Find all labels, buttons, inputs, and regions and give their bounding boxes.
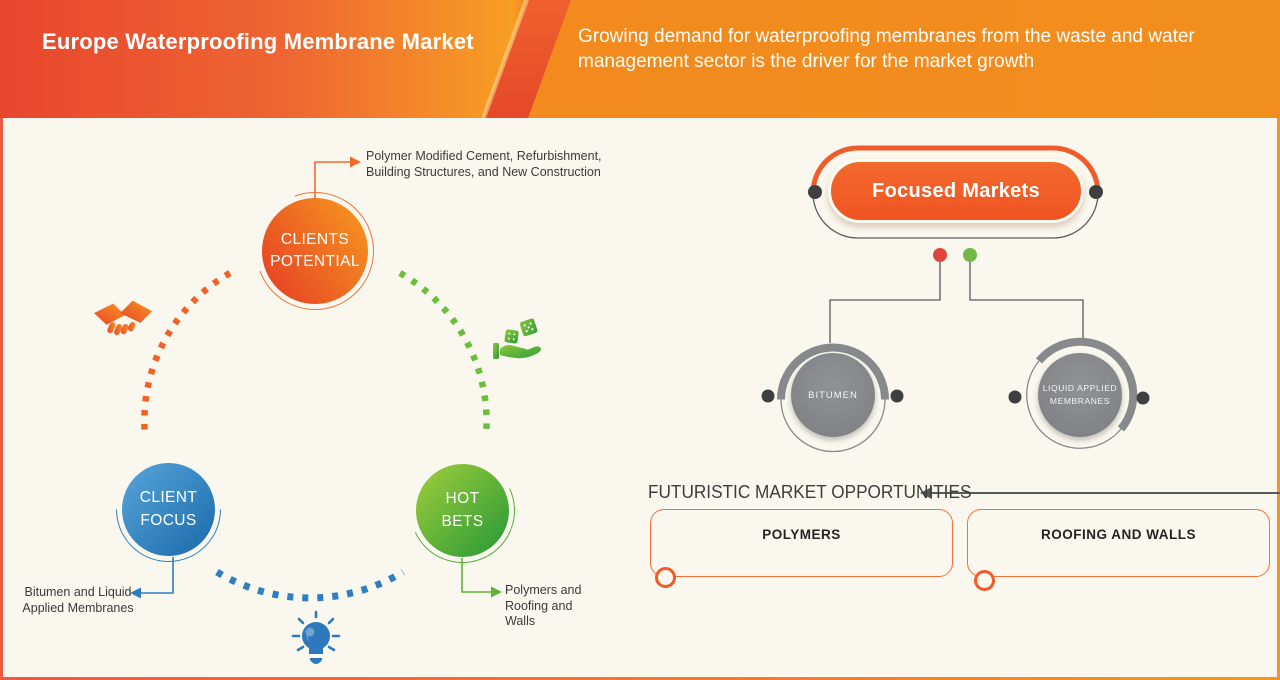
arrowhead-hot-bets: [491, 586, 502, 598]
bitumen-thick-arc: [777, 343, 889, 400]
membranes-thick-arc: [1035, 337, 1138, 432]
dotted-arc-orange: [141, 270, 232, 437]
roofing-walls-label: ROOFING AND WALLS: [1041, 527, 1196, 542]
bitumen-dot-right: [890, 389, 904, 403]
opportunity-box-polymers: POLYMERS: [650, 509, 953, 588]
liquid-applied-membranes-circle: LIQUID APPLIED MEMBRANES: [1038, 353, 1122, 437]
dotted-arc-blue: [215, 569, 405, 602]
clients-potential-label: CLIENTS POTENTIAL: [270, 230, 360, 270]
bitumen-thin-arc: [780, 399, 886, 453]
stadium-arc-bottom: [812, 192, 1099, 239]
header-subtitle: Growing demand for waterproofing membran…: [578, 26, 1195, 73]
bitumen-circle: BITUMEN: [791, 353, 875, 437]
tree-line-membranes: [969, 262, 1084, 342]
handshake-icon: [92, 296, 154, 345]
arrowhead-clients-potential: [350, 156, 361, 168]
futuristic-opportunities-heading: FUTURISTIC MARKET OPPORTUNITIES: [648, 481, 972, 502]
focused-markets-pill: Focused Markets: [828, 159, 1084, 223]
page-title: Europe Waterproofing Membrane Market: [42, 29, 474, 54]
annotation-clients-potential: Polymer Modified Cement, Refurbishment, …: [366, 149, 602, 179]
annotation-hot-bets: Polymers and Roofing and Walls: [505, 583, 582, 628]
circle-client-focus: CLIENT FOCUS: [94, 435, 243, 584]
lines-layer: [130, 145, 1280, 602]
circle-hot-bets: HOT BETS: [395, 443, 530, 578]
membranes-thin-arc: [1026, 360, 1122, 449]
polymers-corner-ring: [654, 567, 676, 588]
membranes-dot-left: [1008, 390, 1022, 404]
annotation-client-focus: Bitumen and Liquid Applied Membranes: [22, 585, 134, 615]
circle-clients-potential: CLIENTS POTENTIAL: [236, 172, 394, 330]
tree-line-bitumen: [829, 262, 941, 343]
opportunity-box-roofing-walls: ROOFING AND WALLS: [967, 509, 1270, 591]
dotted-arc-green: [398, 270, 490, 437]
legend-dot-red: [933, 248, 947, 262]
polymers-label: POLYMERS: [762, 527, 841, 542]
stadium-dot-left: [808, 185, 822, 199]
legend-dot-green: [963, 248, 977, 262]
focused-markets-title: Focused Markets: [872, 179, 1040, 202]
membranes-dot-right: [1136, 391, 1150, 405]
liquid-applied-membranes-label: LIQUID APPLIED MEMBRANES: [1042, 382, 1118, 406]
bitumen-label: BITUMEN: [808, 389, 858, 401]
stadium-arc-top: [810, 145, 1101, 194]
stadium-dot-right: [1089, 185, 1103, 199]
roofing-walls-corner-ring: [973, 570, 995, 591]
arrowhead-client-focus: [130, 587, 141, 599]
bitumen-dot-left: [761, 389, 775, 403]
connector-clients-potential: [314, 161, 350, 198]
connector-hot-bets: [461, 558, 491, 593]
header-banner: Europe Waterproofing Membrane Market Gro…: [0, 0, 1280, 118]
futuristic-arrowhead: [920, 487, 932, 499]
header-diagonal-band: [484, 0, 571, 118]
dice-in-hand-icon: [492, 315, 544, 368]
client-focus-label: CLIENT FOCUS: [139, 489, 198, 529]
hot-bets-label: HOT BETS: [441, 490, 484, 530]
lightbulb-icon: [290, 606, 342, 673]
connector-client-focus: [141, 557, 174, 594]
